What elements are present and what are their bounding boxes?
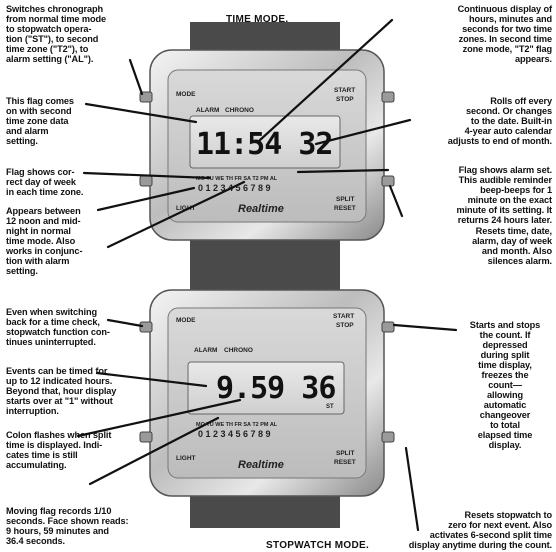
top-stop-label: STOP [336, 96, 354, 103]
note-alarm-flag: Flag shows alarm set.This audible remind… [410, 165, 552, 225]
stopwatch-mode-title: STOPWATCH MODE. [266, 540, 369, 551]
bottom-reset-pusher[interactable] [382, 432, 394, 442]
bottom-light-label: LIGHT [176, 455, 196, 462]
bottom-split-label: SPLIT [336, 450, 354, 457]
top-light-pusher[interactable] [140, 176, 152, 186]
bottom-digits-row: 0 1 2 3 4 5 6 7 8 9 [198, 429, 271, 439]
top-split-label: SPLIT [336, 196, 354, 203]
top-brand: Realtime [238, 203, 284, 215]
top-digits-row: 0 1 2 3 4 5 6 7 8 9 [198, 183, 271, 193]
time-mode-title: TIME MODE. [226, 14, 288, 25]
bottom-start-pusher[interactable] [382, 322, 394, 332]
bottom-st-flag: ST [326, 404, 334, 410]
bottom-brand: Realtime [238, 459, 284, 471]
bottom-mode-label: MODE [176, 317, 196, 324]
top-mode-label: MODE [176, 91, 196, 98]
top-start-pusher[interactable] [382, 92, 394, 102]
top-reset-pusher[interactable] [382, 176, 394, 186]
bottom-reset-label: RESET [334, 459, 356, 466]
top-reset-label: RESET [334, 205, 356, 212]
bottom-stop-label: STOP [336, 322, 354, 329]
top-chrono-label: CHRONO [225, 107, 254, 114]
top-alarm-label: ALARM [196, 107, 219, 114]
bottom-alarm-label: ALARM [194, 347, 217, 354]
top-start-label: START [334, 87, 355, 94]
top-time-display: 11:54 32 [196, 127, 333, 162]
bottom-start-label: START [333, 313, 354, 320]
bottom-chrono-label: CHRONO [224, 347, 253, 354]
